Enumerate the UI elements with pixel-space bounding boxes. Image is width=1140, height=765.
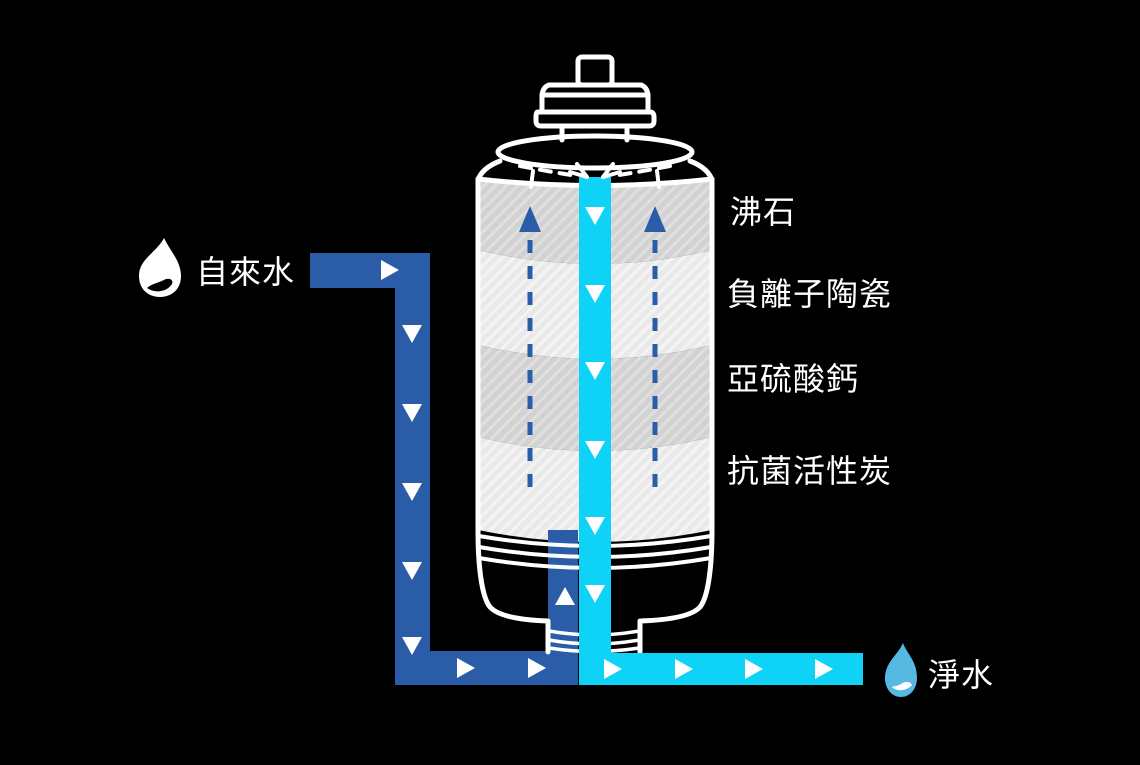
up-flow-arrowhead [644,206,666,232]
inlet-dash-left [518,164,573,177]
water-drop-icon [885,643,917,697]
cartridge-knob [575,54,615,88]
upward-flow-indicators [519,206,666,495]
layer-label-activated-carbon: 抗菌活性炭 [727,452,892,490]
top-edge-tick-left [529,169,535,189]
cartridge-base-right [637,527,715,655]
inlet-dash-right [617,164,672,177]
cartridge-rim [495,133,695,171]
up-flow-arrowhead [519,206,541,232]
inlet-converge-arrows [518,162,672,179]
top-edge-tick-right [655,169,661,189]
layer-label-zeolite: 沸石 [730,193,796,231]
water-drop-icon [139,238,181,297]
inlet-arrowhead-right [601,162,622,179]
cartridge-cap [533,82,657,143]
clean-water-label: 淨水 [928,656,994,694]
layer-label-calcium-sulfite: 亞硫酸鈣 [727,360,859,398]
inlet-arrowhead-left [568,162,589,179]
tap-water-label: 自來水 [196,253,295,291]
cartridge-base-left [475,527,551,655]
clean-water-pipe [579,177,863,685]
layer-label-negative-ion-ceramic: 負離子陶瓷 [727,275,892,313]
